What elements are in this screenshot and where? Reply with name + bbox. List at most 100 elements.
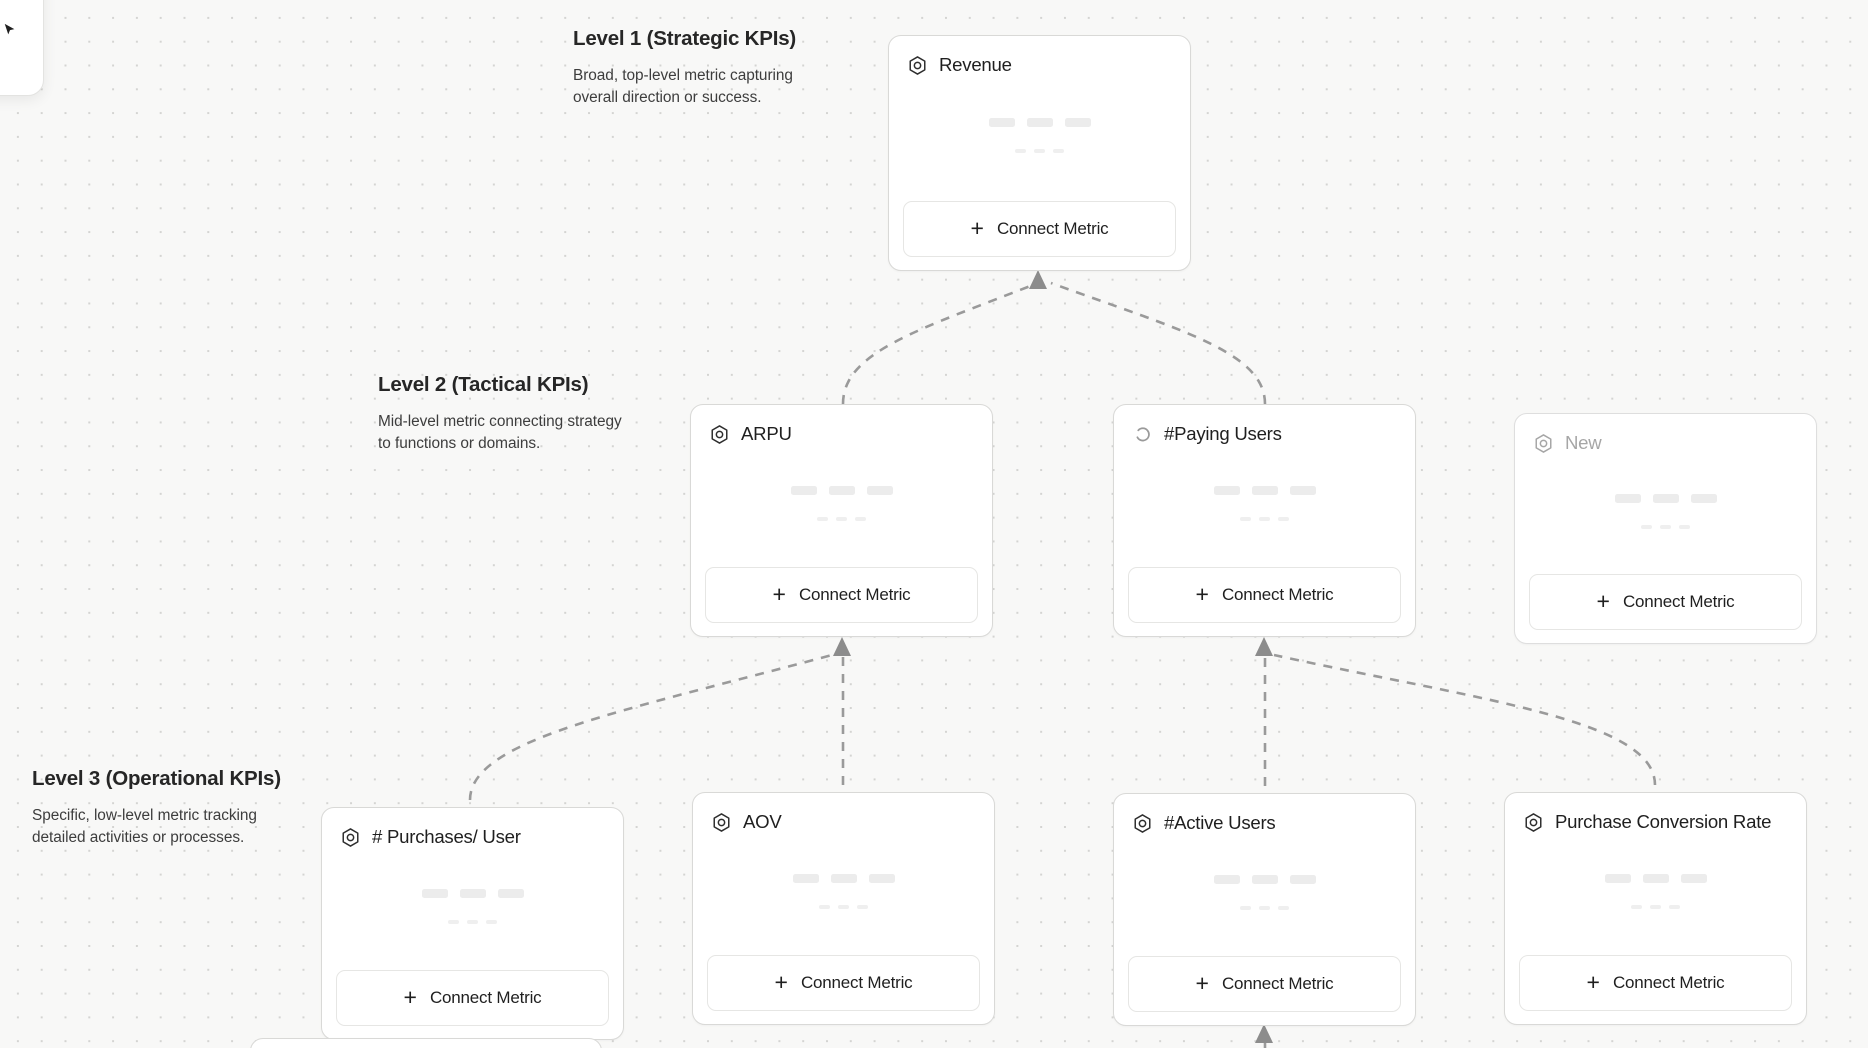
skeleton-bar — [1240, 516, 1251, 521]
plus-icon: + — [772, 580, 786, 607]
card-skeleton-body — [1519, 833, 1792, 955]
skeleton-bar — [836, 516, 847, 521]
connect-metric-label: Connect Metric — [1622, 592, 1735, 611]
skeleton-row-primary — [792, 873, 895, 883]
connect-metric-button[interactable]: + Connect Metric — [1128, 956, 1401, 1012]
connect-metric-label: Connect Metric — [798, 585, 911, 604]
skeleton-bar — [1278, 905, 1289, 910]
metric-card-arpu[interactable]: ARPU + Connect Metric — [690, 404, 993, 637]
skeleton-bar — [1680, 873, 1707, 883]
skeleton-bar — [1026, 118, 1053, 127]
connect-metric-button[interactable]: + Connect Metric — [1529, 574, 1802, 630]
metric-card-aov[interactable]: AOV + Connect Metric — [692, 792, 995, 1025]
skeleton-bar — [1034, 149, 1045, 153]
skeleton-bar — [1289, 485, 1316, 495]
hexagon-metric-icon — [342, 828, 359, 847]
connect-metric-button[interactable]: + Connect Metric — [705, 567, 978, 623]
plus-icon: + — [1195, 580, 1209, 607]
skeleton-row-secondary — [817, 516, 866, 521]
loading-spinner-icon — [1136, 427, 1150, 442]
skeleton-bar — [1064, 118, 1091, 127]
skeleton-bar — [1660, 524, 1671, 529]
card-header: #Active Users — [1128, 808, 1401, 834]
connect-metric-button[interactable]: + Connect Metric — [903, 201, 1176, 257]
skeleton-row-secondary — [1631, 904, 1680, 909]
skeleton-bar — [1240, 905, 1251, 910]
level-3-title: Level 3 (Operational KPIs) — [32, 767, 281, 790]
skeleton-bar — [817, 516, 828, 521]
card-title: #Active Users — [1164, 812, 1276, 834]
level-1-title: Level 1 (Strategic KPIs) — [573, 27, 797, 50]
skeleton-bar — [1614, 493, 1641, 503]
skeleton-bar — [448, 919, 459, 924]
plus-icon: + — [403, 983, 417, 1010]
card-header: Purchase Conversion Rate — [1519, 807, 1792, 833]
card-skeleton-body — [1529, 454, 1802, 574]
card-header: # Purchases/ User — [336, 822, 609, 848]
skeleton-bar — [1015, 149, 1026, 153]
card-title: #Paying Users — [1164, 423, 1282, 445]
metric-card-active-users[interactable]: #Active Users + Connect Metric — [1113, 793, 1416, 1026]
skeleton-bar — [830, 873, 857, 883]
hexagon-metric-icon — [713, 813, 730, 832]
skeleton-bar — [868, 873, 895, 883]
skeleton-row-primary — [1213, 874, 1316, 884]
card-skeleton-body — [336, 848, 609, 970]
skeleton-bar — [1259, 516, 1270, 521]
card-title: Purchase Conversion Rate — [1555, 811, 1772, 833]
skeleton-bar — [1679, 524, 1690, 529]
arrowhead-arpu — [833, 637, 851, 656]
skeleton-bar — [988, 118, 1015, 127]
skeleton-row-secondary — [1240, 905, 1289, 910]
metric-card-new[interactable]: New + Connect Metric — [1514, 413, 1817, 644]
connect-metric-button[interactable]: + Connect Metric — [336, 970, 609, 1026]
skeleton-bar — [1642, 873, 1669, 883]
arrowhead-revenue — [1029, 270, 1047, 289]
connect-metric-button[interactable]: + Connect Metric — [1128, 567, 1401, 623]
connect-metric-label: Connect Metric — [1221, 974, 1334, 993]
metric-card-purchases-per-user[interactable]: # Purchases/ User + Connect Metric — [321, 807, 624, 1040]
connect-metric-label: Connect Metric — [996, 219, 1109, 238]
skeleton-bar — [1631, 904, 1642, 909]
skeleton-row-primary — [421, 888, 524, 898]
metric-card-offscreen-bottom[interactable] — [250, 1038, 602, 1048]
connect-metric-label: Connect Metric — [800, 973, 913, 992]
skeleton-row-primary — [790, 485, 893, 495]
plus-icon: + — [970, 214, 984, 241]
connect-metric-label: Connect Metric — [429, 988, 542, 1007]
metric-card-purchase-conversion-rate[interactable]: Purchase Conversion Rate + Connect Metri… — [1504, 792, 1807, 1025]
edge-arpu-to-revenue — [841, 281, 1039, 405]
skeleton-bar — [838, 904, 849, 909]
skeleton-row-secondary — [819, 904, 868, 909]
edge-conversion-to-paying-users — [1273, 653, 1657, 786]
plus-icon: + — [774, 968, 788, 995]
skeleton-bar — [855, 516, 866, 521]
skeleton-bar — [1251, 485, 1278, 495]
skeleton-row-primary — [1614, 493, 1717, 503]
level-2-label-block: Level 2 (Tactical KPIs) Mid-level metric… — [378, 372, 630, 454]
arrowhead-active-users — [1255, 1024, 1273, 1043]
metric-card-revenue[interactable]: Revenue + Connect Metric — [888, 35, 1191, 271]
metric-card-paying-users[interactable]: #Paying Users + Connect Metric — [1113, 404, 1416, 637]
plus-icon: + — [1195, 969, 1209, 996]
skeleton-bar — [828, 485, 855, 495]
floating-toolbar-panel[interactable] — [0, 0, 44, 96]
skeleton-bar — [421, 888, 448, 898]
skeleton-bar — [1690, 493, 1717, 503]
skeleton-bar — [790, 485, 817, 495]
edge-paying-users-to-revenue — [1050, 281, 1267, 405]
card-header: AOV — [707, 807, 980, 833]
connect-metric-button[interactable]: + Connect Metric — [707, 955, 980, 1011]
skeleton-bar — [486, 919, 497, 924]
level-3-label-block: Level 3 (Operational KPIs) Specific, low… — [32, 766, 300, 848]
cursor-pointer-icon[interactable] — [3, 23, 17, 37]
skeleton-bar — [792, 873, 819, 883]
skeleton-bar — [819, 904, 830, 909]
card-title: AOV — [743, 811, 782, 833]
card-skeleton-body — [1128, 834, 1401, 956]
skeleton-row-secondary — [1240, 516, 1289, 521]
card-header: ARPU — [705, 419, 978, 445]
edge-purchases-to-arpu — [468, 653, 833, 801]
connect-metric-button[interactable]: + Connect Metric — [1519, 955, 1792, 1011]
